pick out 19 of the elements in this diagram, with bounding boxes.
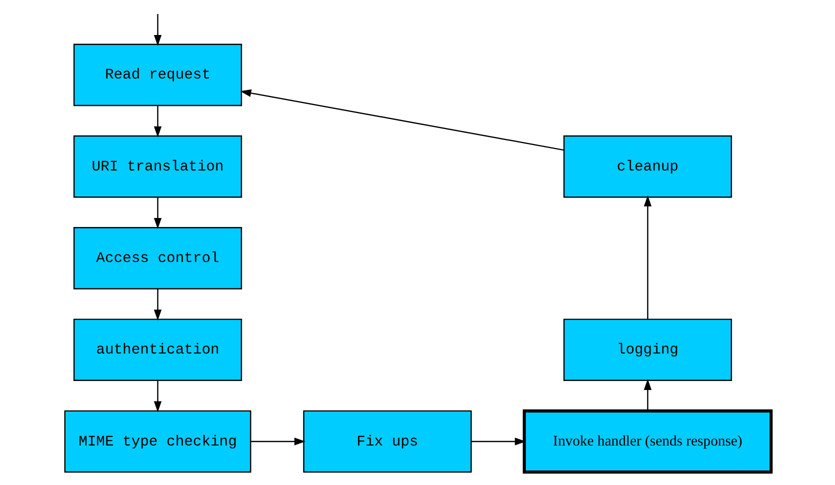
node-box: Invoke handler (sends response) [522, 409, 772, 474]
node-box: logging [562, 318, 732, 381]
arrow [643, 195, 652, 320]
arrow [250, 438, 305, 446]
arrow [153, 198, 162, 229]
arrow [643, 378, 652, 410]
arrow [153, 289, 162, 321]
node-box: cleanup [562, 135, 732, 198]
node-box: MIME type checking [64, 410, 251, 473]
node-box: Access control [72, 227, 242, 290]
node-box: Fix ups [302, 410, 472, 473]
arrow [153, 380, 162, 412]
node-box: URI translation [72, 135, 242, 198]
node-box: authentication [72, 318, 242, 381]
node-box: Read request [72, 44, 242, 106]
arrow [153, 14, 162, 46]
arrow [153, 106, 162, 138]
arrow [240, 89, 564, 151]
arrow [470, 438, 526, 446]
